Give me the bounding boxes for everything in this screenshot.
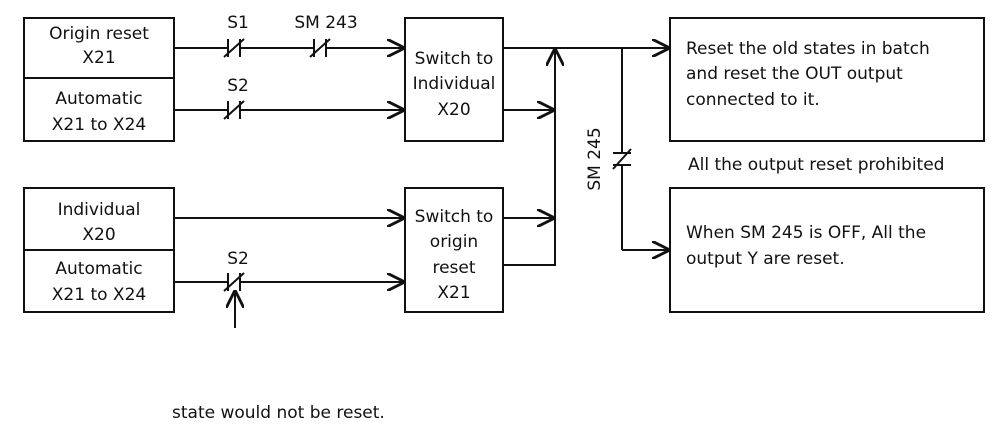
contact-sm245 [612,148,632,170]
switch-individual-line-3: X20 [437,100,470,120]
switch-origin-line-3: reset [432,258,475,278]
individual-line-1: Individual [58,200,141,220]
footer-partial-text: state would not be reset. [172,403,385,423]
sm245-off-line-2: output Y are reset. [686,249,845,269]
reset-batch-line-3: connected to it. [686,90,820,110]
contact-label-s1: S1 [227,13,249,33]
contact-s1 [223,38,245,58]
automatic-bottom-line-2: X21 to X24 [52,285,146,305]
switch-origin-box: Switch to origin reset X21 [404,187,504,313]
automatic-top-line-1: Automatic [55,89,142,109]
automatic-bottom-box: Automatic X21 to X24 [23,249,175,313]
individual-box: Individual X20 [23,187,175,251]
automatic-top-line-2: X21 to X24 [52,115,146,135]
switch-origin-line-4: X21 [437,283,470,303]
prohibited-label: All the output reset prohibited [688,155,944,175]
automatic-top-box: Automatic X21 to X24 [23,77,175,142]
switch-individual-box: Switch to Individual X20 [404,17,504,142]
switch-individual-line-1: Switch to [415,49,494,69]
wires [174,48,668,328]
contact-label-sm245: SM 245 [585,127,605,190]
sm245-off-box: When SM 245 is OFF, All the output Y are… [669,187,985,313]
switch-origin-line-2: origin [430,232,478,252]
automatic-bottom-line-1: Automatic [55,259,142,279]
reset-batch-box: Reset the old states in batch and reset … [669,17,985,142]
contact-sm243 [309,38,331,58]
individual-line-2: X20 [82,225,115,245]
switch-individual-line-2: Individual [413,74,496,94]
contact-label-s2-top: S2 [227,76,249,96]
contact-s2-top [223,100,245,120]
origin-reset-line-2: X21 [82,48,115,68]
sm245-off-line-1: When SM 245 is OFF, All the [686,223,926,243]
contact-label-s2-bottom: S2 [227,249,249,269]
switch-origin-line-1: Switch to [415,207,494,227]
reset-batch-line-2: and reset the OUT output [686,64,903,84]
contact-s2-bottom [223,272,245,292]
contact-label-sm243: SM 243 [294,13,357,33]
origin-reset-line-1: Origin reset [49,24,149,44]
origin-reset-box: Origin reset X21 [23,17,175,79]
reset-batch-line-1: Reset the old states in batch [686,39,930,59]
